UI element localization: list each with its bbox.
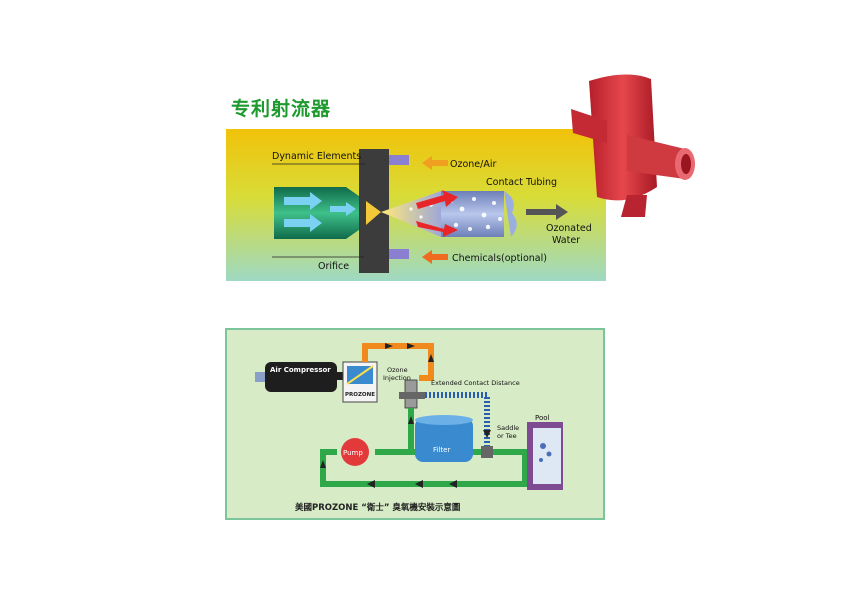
- outlet-arrow: [526, 204, 568, 220]
- ozone-pipe: [362, 343, 434, 381]
- flow-direction-arrows: [320, 416, 491, 488]
- ozone-port: [389, 155, 409, 165]
- chemical-in-arrow: [422, 250, 448, 264]
- label-contact-tubing: Contact Tubing: [486, 177, 557, 188]
- label-injection: Injection: [383, 374, 411, 382]
- label-extended-contact: Extended Contact Distance: [431, 379, 520, 387]
- venturi-injector-diagram: Dynamic Elements Ozone/Air Contact Tubin…: [226, 129, 606, 281]
- label-pump: Pump: [343, 449, 363, 457]
- label-dynamic-elements: Dynamic Elements: [272, 151, 361, 162]
- air-compressor: [265, 362, 337, 392]
- label-or-tee: or Tee: [497, 432, 517, 440]
- installation-diagram: Air Compressor PROZONE Ozone Injection E…: [225, 328, 605, 520]
- nozzle-bottom-port: [621, 195, 647, 217]
- diagram-caption: 美國PROZONE “衛士” 臭氧機安裝示意圖: [295, 502, 460, 513]
- nozzle-right-port: [627, 135, 685, 179]
- nozzle-left-port: [571, 109, 607, 143]
- label-filter: Filter: [433, 446, 450, 454]
- label-water: Water: [552, 235, 580, 246]
- red-flow-arrows: [416, 190, 458, 237]
- label-saddle: Saddle: [497, 424, 519, 432]
- label-prozone: PROZONE: [345, 392, 375, 398]
- inlet-pipe: [274, 187, 366, 239]
- flow-arrows: [284, 192, 356, 232]
- label-chemicals: Chemicals(optional): [452, 253, 547, 264]
- label-ozone-air: Ozone/Air: [450, 159, 496, 170]
- filter: [415, 418, 473, 462]
- ozone-in-arrow: [422, 156, 448, 170]
- pump: [341, 438, 369, 466]
- chemical-port: [389, 249, 409, 259]
- label-orifice: Orifice: [318, 261, 349, 272]
- leader-lines: [272, 163, 366, 258]
- label-pool: Pool: [535, 414, 550, 422]
- label-air-compressor: Air Compressor: [270, 366, 331, 374]
- injector-nozzle-photo: [571, 74, 695, 217]
- page-title: 专利射流器: [231, 98, 332, 120]
- label-ozonated: Ozonated: [546, 223, 592, 234]
- label-ozone: Ozone: [387, 366, 408, 374]
- orifice-opening: [366, 201, 381, 225]
- saddle-tee: [481, 446, 493, 458]
- tubing-break: [504, 191, 517, 237]
